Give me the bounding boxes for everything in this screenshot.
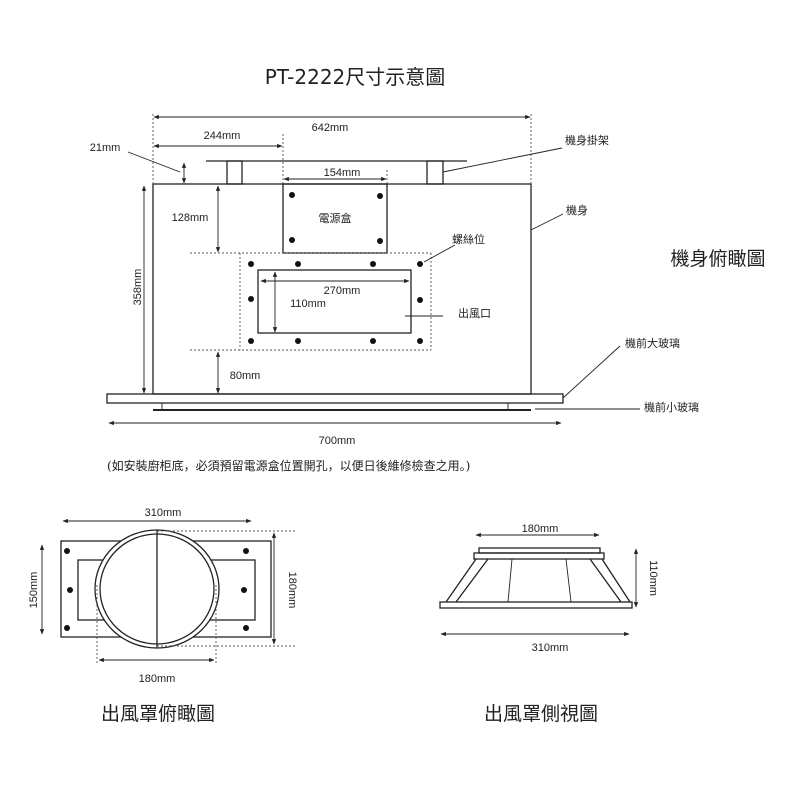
bracket-label: 機身掛架 xyxy=(565,133,609,147)
outlet-label: 出風口 xyxy=(458,306,491,320)
hood-side-view: 180mm 110mm 310mm 出風罩側視圖 xyxy=(439,523,659,725)
outlet xyxy=(257,269,412,334)
front-big-glass xyxy=(106,393,564,404)
diagram-title: PT-2222尺寸示意圖 xyxy=(265,65,446,89)
dim-700: 700mm xyxy=(319,435,356,447)
body-top-view: 642mm 244mm 21mm 電源盒 154mm 128mm xyxy=(90,114,766,473)
hood-circle-height-label: 180mm xyxy=(286,572,298,609)
front-small-glass-label: 機前小玻璃 xyxy=(644,400,699,414)
front-big-glass-label: 機前大玻璃 xyxy=(625,336,680,350)
dim-642: 642mm xyxy=(312,122,349,134)
body-top-view-heading: 機身俯瞰圖 xyxy=(670,248,765,270)
dim-270: 270mm xyxy=(324,285,361,297)
power-box-label: 電源盒 xyxy=(319,211,352,225)
side-base-width-label: 310mm xyxy=(532,642,569,654)
screw-position-label: 螺絲位 xyxy=(452,232,485,246)
body-label: 機身 xyxy=(566,203,588,217)
hood-side-view-heading: 出風罩側視圖 xyxy=(484,703,598,725)
dim-154: 154mm xyxy=(324,167,361,179)
dim-128: 128mm xyxy=(172,212,209,224)
dim-358: 358mm xyxy=(132,269,144,306)
dim-80: 80mm xyxy=(230,370,261,382)
side-top-width-label: 180mm xyxy=(522,523,559,535)
hood-width-label: 310mm xyxy=(145,507,182,519)
screw-holes xyxy=(248,261,423,344)
dim-110: 110mm xyxy=(290,298,326,310)
hood-height-label: 150mm xyxy=(28,572,40,609)
dim-244: 244mm xyxy=(204,130,241,142)
dim-21: 21mm xyxy=(90,142,121,154)
hood-circle-width-label: 180mm xyxy=(139,673,176,685)
side-height-label: 110mm xyxy=(647,560,659,596)
installation-note: (如安裝廚柜底，必須預留電源盒位置開孔，以便日後維修檢查之用。) xyxy=(107,458,470,473)
hood-top-view: 310mm 150mm 180mm 180mm 出風罩俯瞰圖 xyxy=(28,507,298,725)
hood-top-view-heading: 出風罩俯瞰圖 xyxy=(101,703,215,725)
